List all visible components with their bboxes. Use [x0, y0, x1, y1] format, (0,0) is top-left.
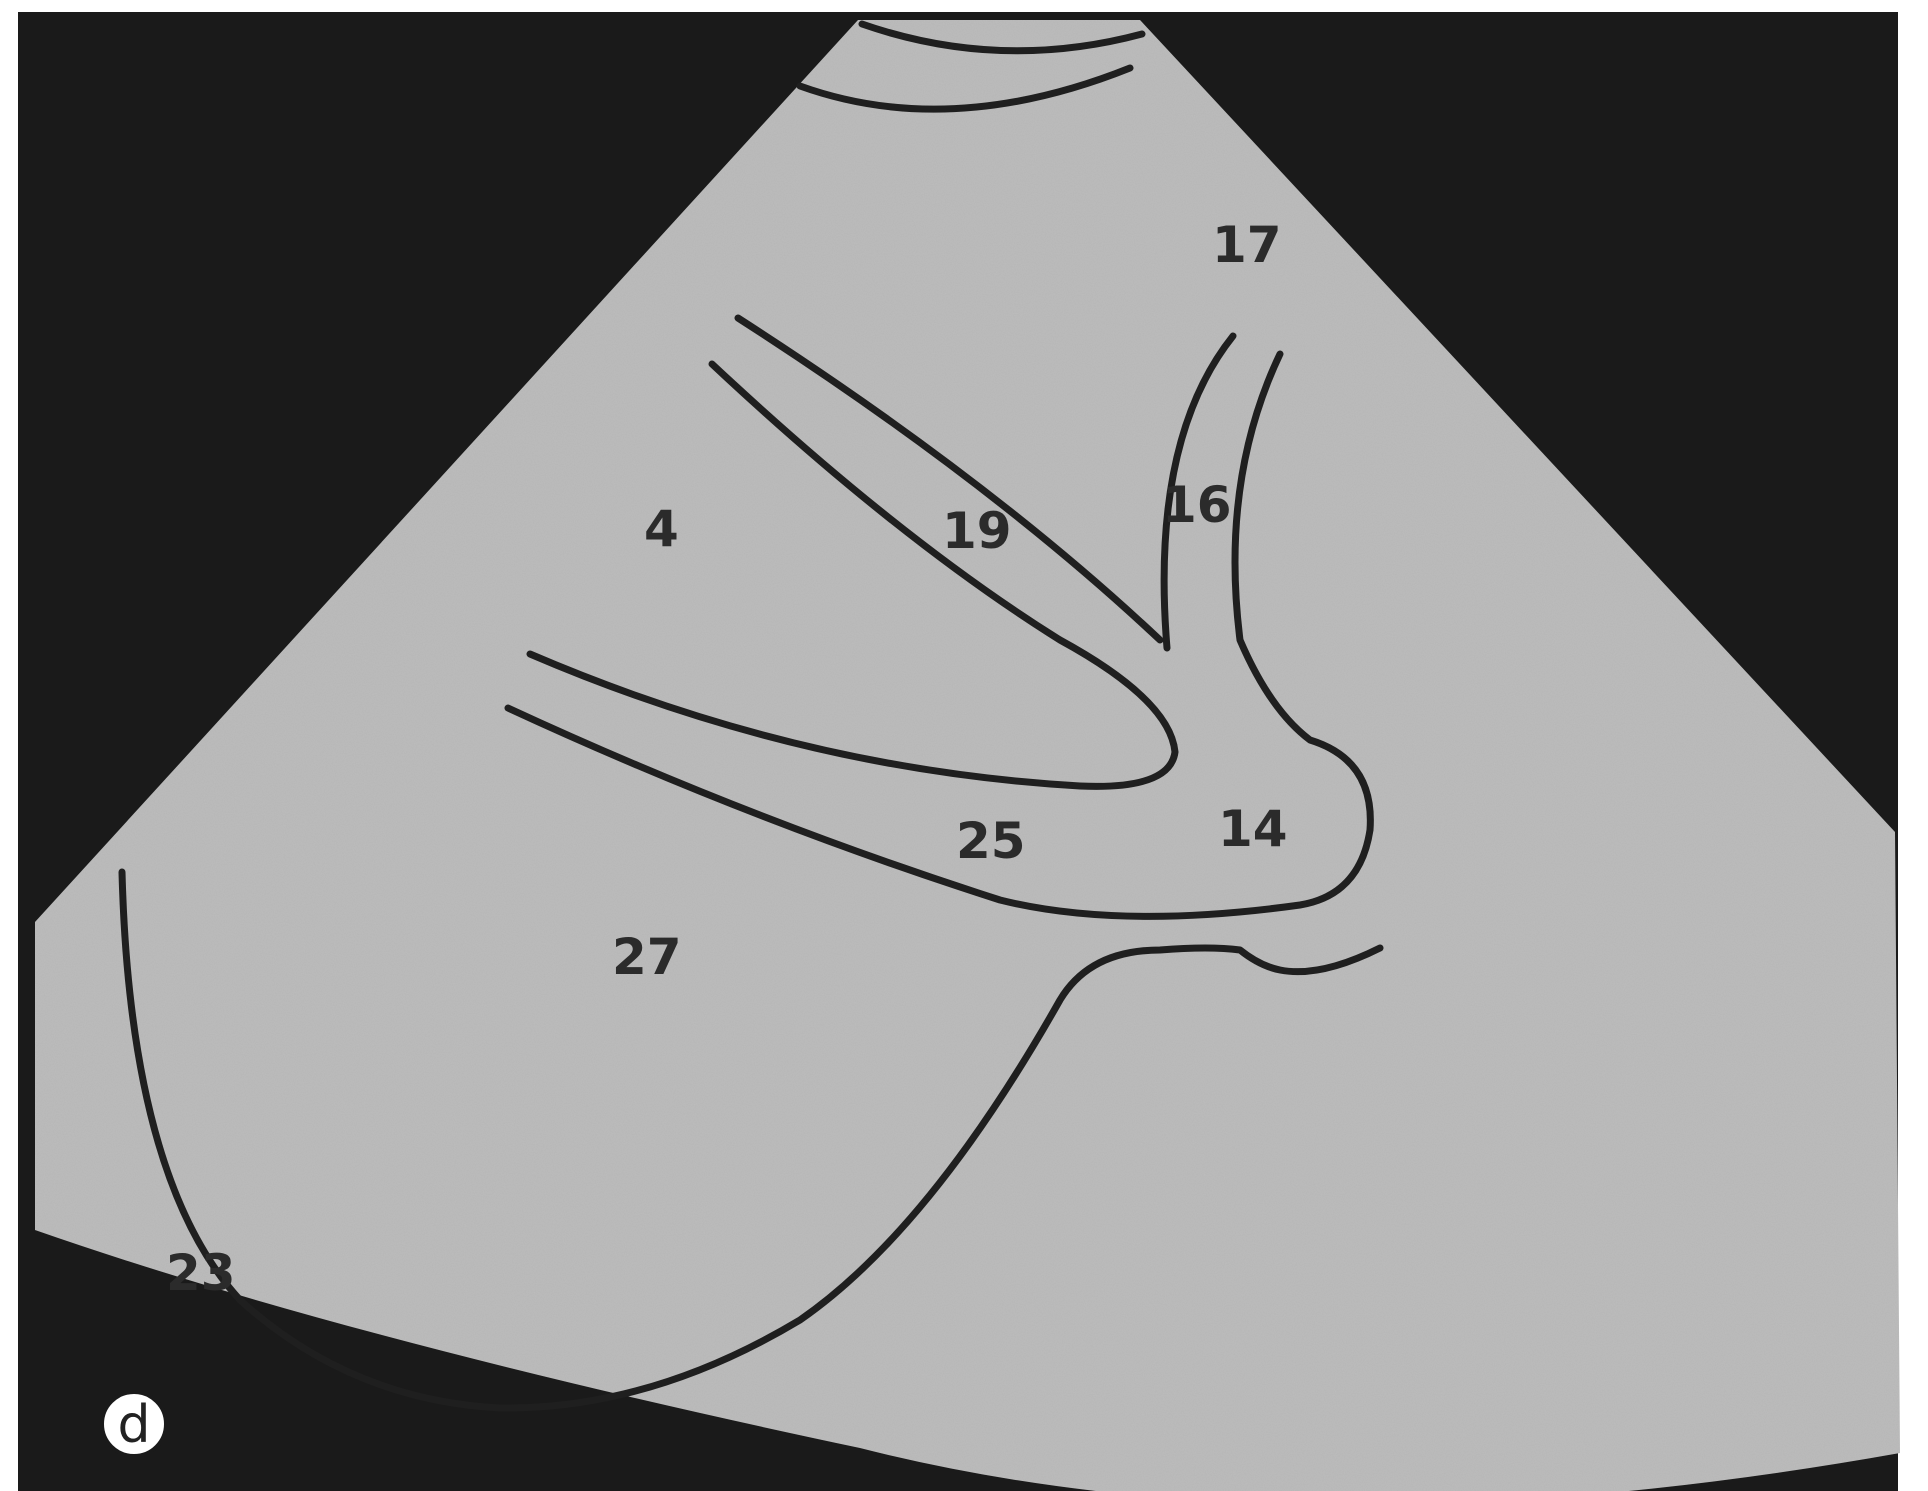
label-17: 17: [1212, 216, 1282, 274]
label-4: 4: [644, 500, 679, 558]
label-27: 27: [612, 928, 682, 986]
label-25: 25: [956, 812, 1026, 870]
label-19: 19: [942, 502, 1012, 560]
label-23: 23: [166, 1244, 236, 1302]
label-16: 16: [1162, 476, 1232, 534]
panel-letter: d: [117, 1395, 150, 1455]
label-14: 14: [1218, 800, 1288, 858]
